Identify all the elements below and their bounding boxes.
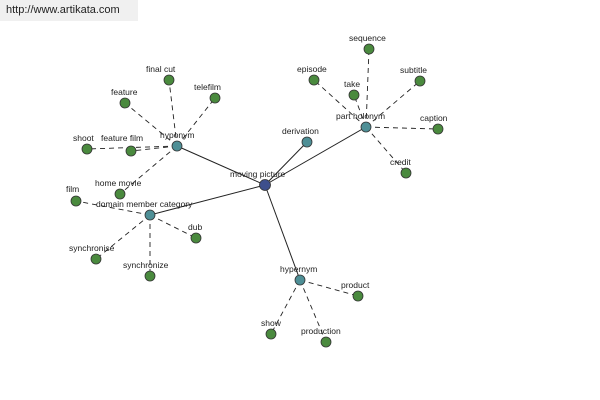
center-moving-picture-node[interactable] xyxy=(259,179,271,191)
hub-hyponym-label: hyponym xyxy=(160,130,195,140)
leaf-synchronize-node[interactable] xyxy=(144,270,156,282)
edge-center-derivation xyxy=(264,141,308,186)
leaf-dub-label: dub xyxy=(188,222,202,232)
leaf-synchronise-label: synchronise xyxy=(69,243,115,253)
leaf-feature-label: feature xyxy=(111,87,138,97)
edge-center-hypernym xyxy=(264,184,301,281)
hub-part-holonym-node[interactable] xyxy=(360,121,372,133)
leaf-subtitle-node[interactable] xyxy=(414,75,426,87)
edge-hyponym-final-cut xyxy=(168,79,178,147)
hub-hypernym-node[interactable] xyxy=(294,274,306,286)
leaf-episode-label: episode xyxy=(297,64,327,74)
leaf-sequence-node[interactable] xyxy=(363,43,375,55)
edge-part-holonym-sequence xyxy=(365,48,370,128)
leaf-take-label: take xyxy=(344,79,360,89)
edge-center-hyponym xyxy=(176,145,266,186)
leaf-sequence-label: sequence xyxy=(349,33,386,43)
leaf-show-label: show xyxy=(261,318,282,328)
leaf-caption-label: caption xyxy=(420,113,448,123)
hub-domain-member-category-node[interactable] xyxy=(144,209,156,221)
edge-part-holonym-credit xyxy=(365,126,407,174)
leaf-shoot-node[interactable] xyxy=(81,143,93,155)
edge-center-part-holonym xyxy=(264,126,367,186)
leaf-product-node[interactable] xyxy=(352,290,364,302)
leaf-dub-node[interactable] xyxy=(190,232,202,244)
leaf-film-node[interactable] xyxy=(70,195,82,207)
leaf-home-movie-label: home movie xyxy=(95,178,142,188)
leaf-production-node[interactable] xyxy=(320,336,332,348)
edge-hyponym-telefilm xyxy=(176,97,216,147)
source-url: http://www.artikata.com xyxy=(0,0,138,21)
leaf-synchronise-node[interactable] xyxy=(90,253,102,265)
edge-part-holonym-subtitle xyxy=(365,80,421,128)
edge-hypernym-product xyxy=(299,279,359,297)
edge-part-holonym-caption xyxy=(365,126,439,130)
edge-hypernym-show xyxy=(270,279,301,335)
edge-hypernym-production xyxy=(299,279,327,343)
leaf-take-node[interactable] xyxy=(348,89,360,101)
leaf-credit-label: credit xyxy=(390,157,411,167)
hub-hypernym-label: hypernym xyxy=(280,264,317,274)
leaf-credit-node[interactable] xyxy=(400,167,412,179)
center-moving-picture-label: moving picture xyxy=(230,169,286,179)
hub-derivation-node[interactable] xyxy=(301,136,313,148)
leaf-show-node[interactable] xyxy=(265,328,277,340)
edge-part-holonym-episode xyxy=(313,79,367,128)
leaf-telefilm-label: telefilm xyxy=(194,82,221,92)
leaf-feature-film-label: feature film xyxy=(101,133,143,143)
edge-domain-member-category-film xyxy=(75,200,151,216)
leaf-episode-node[interactable] xyxy=(308,74,320,86)
leaf-home-movie-node[interactable] xyxy=(114,188,126,200)
edge-hyponym-feature-film xyxy=(130,145,178,152)
leaf-synchronize-label: synchronize xyxy=(123,260,169,270)
hub-derivation-label: derivation xyxy=(282,126,319,136)
leaf-subtitle-label: subtitle xyxy=(400,65,427,75)
edge-hyponym-home-movie xyxy=(119,145,178,195)
edge-part-holonym-take xyxy=(353,94,367,128)
edge-hyponym-feature xyxy=(124,102,178,147)
leaf-final-cut-label: final cut xyxy=(146,64,176,74)
leaf-telefilm-node[interactable] xyxy=(209,92,221,104)
hub-part-holonym-label: part holonym xyxy=(336,111,385,121)
edge-domain-member-category-synchronise xyxy=(95,214,151,260)
leaf-feature-film-node[interactable] xyxy=(125,145,137,157)
leaf-feature-node[interactable] xyxy=(119,97,131,109)
leaf-production-label: production xyxy=(301,326,341,336)
leaf-final-cut-node[interactable] xyxy=(163,74,175,86)
hub-hyponym-node[interactable] xyxy=(171,140,183,152)
leaf-shoot-label: shoot xyxy=(73,133,94,143)
leaf-film-label: film xyxy=(66,184,79,194)
leaf-caption-node[interactable] xyxy=(432,123,444,135)
edge-center-domain-member-category xyxy=(149,184,266,216)
hub-domain-member-category-label: domain member category xyxy=(96,199,193,209)
leaf-product-label: product xyxy=(341,280,370,290)
